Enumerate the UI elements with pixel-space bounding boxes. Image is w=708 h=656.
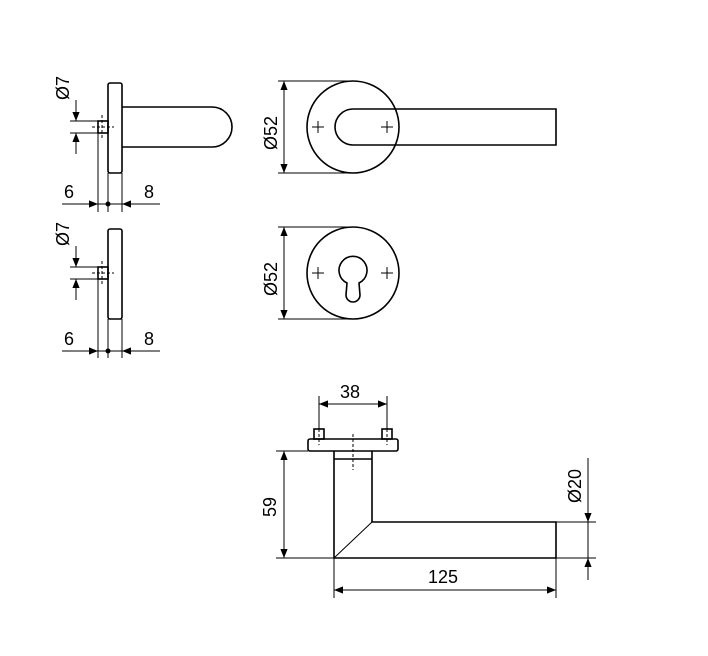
screw-plus-icon: [381, 121, 393, 133]
dim-dot: [105, 348, 111, 354]
escutcheon-side-view: Ø7 6 8: [53, 222, 160, 358]
escutcheon-plate: [107, 228, 123, 320]
screw-plus-icon: [381, 267, 393, 279]
lever-grip-front: [334, 108, 557, 146]
lever-grip-side: [122, 106, 233, 148]
handle-diameter-label: Ø20: [565, 469, 585, 503]
screw-plus-icon: [312, 121, 324, 133]
right-offset-label: 8: [144, 329, 154, 349]
length-label: 125: [428, 567, 458, 587]
pin-diameter-label: Ø7: [53, 76, 73, 100]
lever-body-top: [333, 451, 557, 559]
right-offset-label: 8: [144, 182, 154, 202]
rose-plate: [107, 82, 123, 174]
escutcheon-front-view: Ø52: [261, 226, 400, 320]
left-offset-label: 6: [64, 329, 74, 349]
lever-front-view: Ø52: [261, 80, 557, 174]
lever-bend-line: [333, 521, 373, 559]
pin-diameter-label: Ø7: [53, 222, 73, 246]
screw-plus-icon: [312, 267, 324, 279]
pin-spacing-label: 38: [340, 382, 360, 402]
dim-dot: [105, 201, 111, 207]
lever-top-view: 38 59 125 Ø20: [260, 382, 596, 598]
left-offset-label: 6: [64, 182, 74, 202]
rose-diameter-label: Ø52: [261, 116, 281, 150]
height-label: 59: [260, 497, 280, 517]
escutcheon-diameter-label: Ø52: [261, 262, 281, 296]
lever-side-view: Ø7 6 8: [53, 76, 233, 212]
keyhole-cutout: [338, 255, 368, 303]
